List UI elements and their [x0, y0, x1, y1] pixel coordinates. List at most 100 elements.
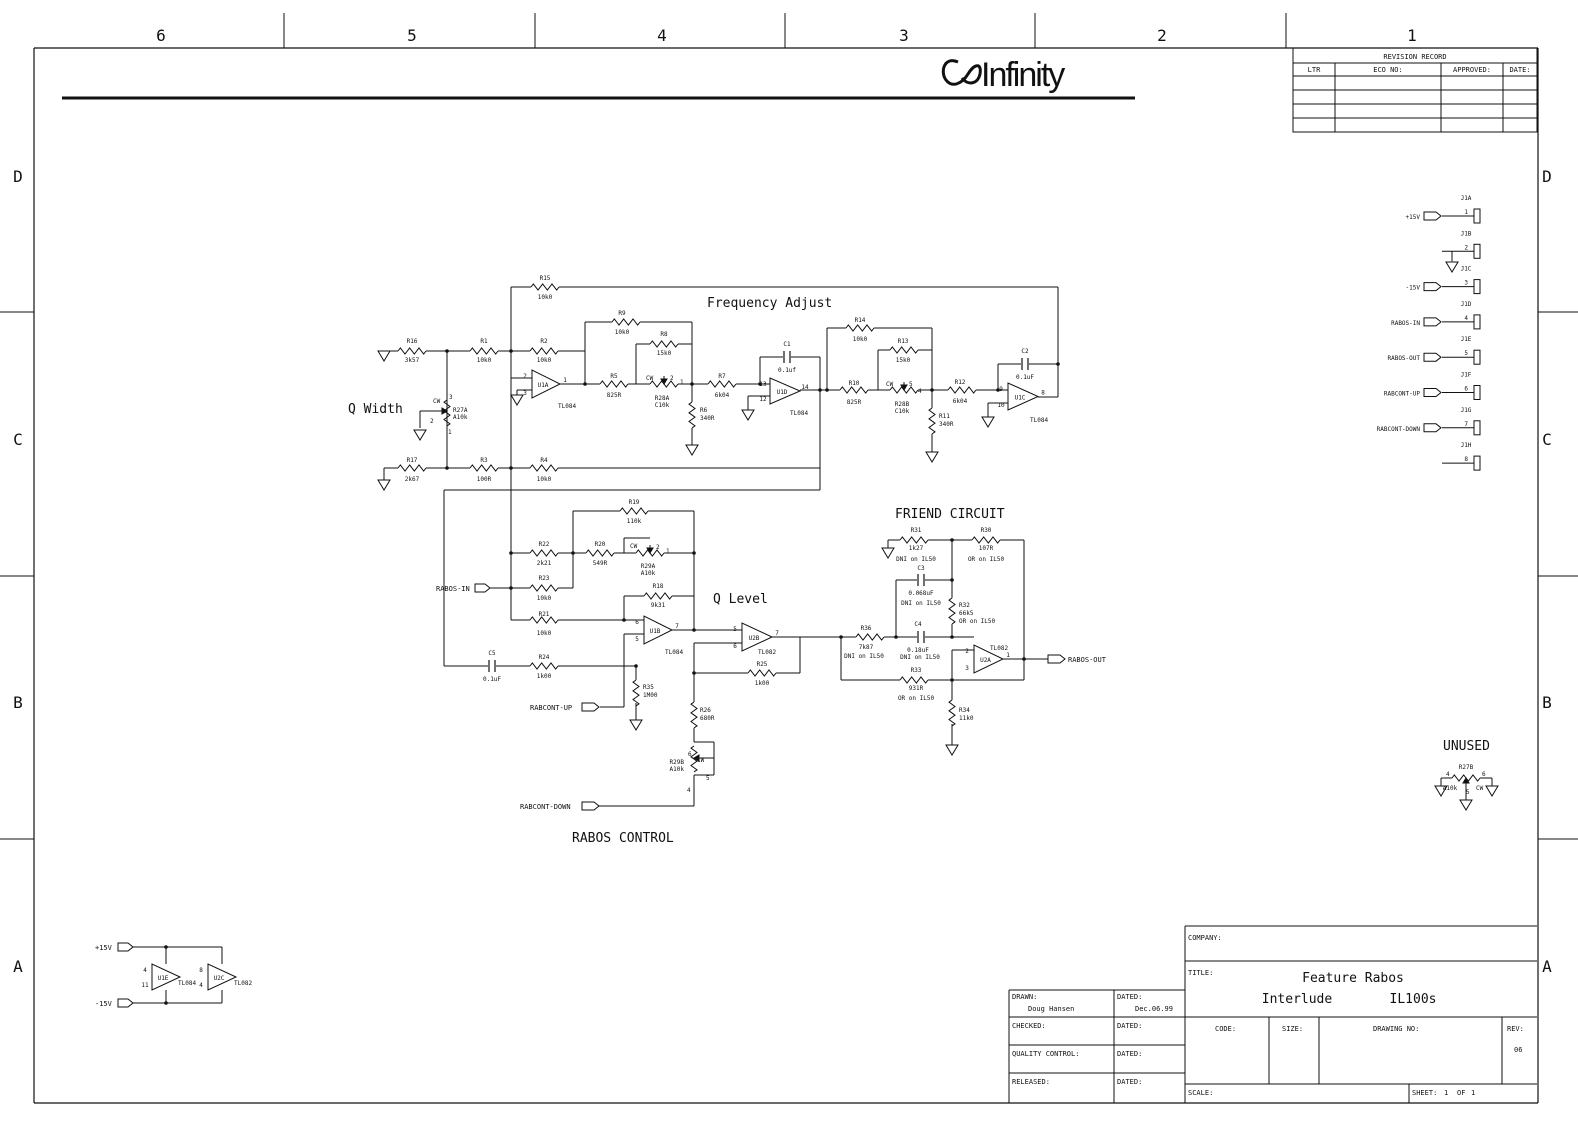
r13-value-label: 15k0 — [896, 357, 911, 364]
ground-icon — [510, 394, 524, 406]
svg-text:CW: CW — [630, 543, 638, 550]
r10-value-label: 825R — [847, 399, 862, 406]
r3-resistor-symbol — [469, 464, 499, 472]
r31-ref-label: R31 — [911, 527, 922, 534]
svg-text:4: 4 — [918, 388, 922, 395]
connector-signal-label: RABOS-IN — [1391, 320, 1420, 327]
r28a-value-label: C10k — [655, 402, 670, 409]
r13-ref-label: R13 — [898, 338, 909, 345]
ground-icon — [925, 451, 939, 463]
ground-icon — [629, 719, 643, 731]
u1a-pin-out: 1 — [563, 377, 567, 384]
u1c-ref-label: U1C — [1015, 395, 1026, 402]
r28b-value-label: C10k — [895, 408, 910, 415]
u1d-pin-out: 14 — [801, 384, 809, 391]
r10-ref-label: R10 — [849, 380, 860, 387]
r12-value-label: 6k04 — [953, 398, 968, 405]
connector-pin-icon — [1473, 455, 1481, 471]
r26-resistor-symbol — [690, 701, 698, 729]
connector-pin-number: 8 — [1464, 456, 1468, 463]
ground-icon — [1459, 799, 1473, 811]
r33-resistor-symbol — [899, 676, 929, 684]
pot-wipers — [440, 376, 1470, 786]
r21-resistor-symbol — [529, 616, 559, 624]
checked-label: CHECKED: — [1012, 1022, 1046, 1030]
r32-ref-label: R32 — [959, 602, 970, 609]
r34-value-label: 11k0 — [959, 715, 974, 722]
r10-resistor-symbol — [839, 386, 869, 394]
drawn-by: Doug Hansen — [1028, 1005, 1074, 1013]
r20-resistor-symbol — [585, 549, 615, 557]
r23-ref-label: R23 — [539, 575, 550, 582]
u2a-pin-out: 1 — [1006, 652, 1010, 659]
connector-pin-number: 7 — [1464, 421, 1468, 428]
connector-pin-number: 2 — [1464, 244, 1468, 251]
checked-dated-label: DATED: — [1117, 1022, 1142, 1030]
connector-port-icon — [1423, 423, 1442, 433]
r32-resistor-symbol — [948, 597, 956, 625]
revision-header-ltr: LTR — [1308, 66, 1321, 74]
r21-value-label: 10k0 — [537, 630, 552, 637]
r27a-value-label: A10k — [453, 414, 468, 421]
r33-ref-label: R33 — [911, 667, 922, 674]
c4-ref-label: C4 — [914, 621, 922, 628]
r31-note-label: DNI on IL50 — [896, 556, 936, 563]
component-c1: C10.1uf — [778, 341, 796, 374]
connector-signal-label: RABCONT-DOWN — [1377, 426, 1421, 433]
connector-j1h: J1H 8 — [1442, 442, 1481, 471]
q-level-title: Q Level — [713, 592, 768, 607]
r17-ref-label: R17 — [407, 457, 418, 464]
u1c-part-label: TL084 — [1030, 417, 1048, 424]
c5-value-label: 0.1uF — [483, 676, 501, 683]
rabos-out-port-icon — [1047, 654, 1066, 664]
r22-value-label: 2k21 — [537, 560, 552, 567]
r30-ref-label: R30 — [981, 527, 992, 534]
r29b-value-label: A10k — [670, 766, 685, 773]
c2-value-label: 0.1uF — [1016, 374, 1034, 381]
connector-pin-number: 5 — [1464, 350, 1468, 357]
r27b-value-label: A10k — [1443, 785, 1458, 792]
column-label-4: 4 — [657, 26, 667, 45]
plus15v-label: +15V — [95, 944, 113, 952]
r5-ref-label: R5 — [610, 373, 618, 380]
ground-icon — [1434, 785, 1448, 797]
released-label: RELEASED: — [1012, 1078, 1050, 1086]
r5-resistor-symbol — [599, 380, 629, 388]
u1a-pin-a: 2 — [523, 373, 527, 380]
connector-ref-label: J1H — [1461, 442, 1472, 449]
u2c-pin-b: 4 — [199, 982, 203, 989]
svg-text:5: 5 — [909, 381, 913, 388]
u1c-pin-b: 10 — [997, 402, 1005, 409]
rabcont-up-label: RABCONT-UP — [530, 704, 572, 712]
connector-signal-label: +15V — [1406, 214, 1421, 221]
infinity-logo: Infinity — [941, 56, 1067, 94]
sheet-total: 1 — [1471, 1089, 1475, 1097]
r21-ref-label: R21 — [539, 611, 550, 618]
r8-value-label: 15k0 — [657, 350, 672, 357]
ground-icon — [881, 547, 895, 559]
svg-text:2: 2 — [430, 418, 434, 425]
u1c-pin-out: 8 — [1041, 390, 1045, 397]
r16-value-label: 3k57 — [405, 357, 420, 364]
column-label-3: 3 — [899, 26, 909, 45]
r2-resistor-symbol — [529, 347, 559, 355]
svg-text:5: 5 — [706, 775, 710, 782]
r29a-value-label: A10k — [641, 570, 656, 577]
u2b-ref-label: U2B — [749, 635, 760, 642]
rev-label: REV: — [1507, 1025, 1524, 1033]
connector-pin-icon — [1473, 314, 1481, 330]
u2b-pin-b: 6 — [733, 643, 737, 650]
r6-resistor-symbol — [688, 401, 696, 429]
